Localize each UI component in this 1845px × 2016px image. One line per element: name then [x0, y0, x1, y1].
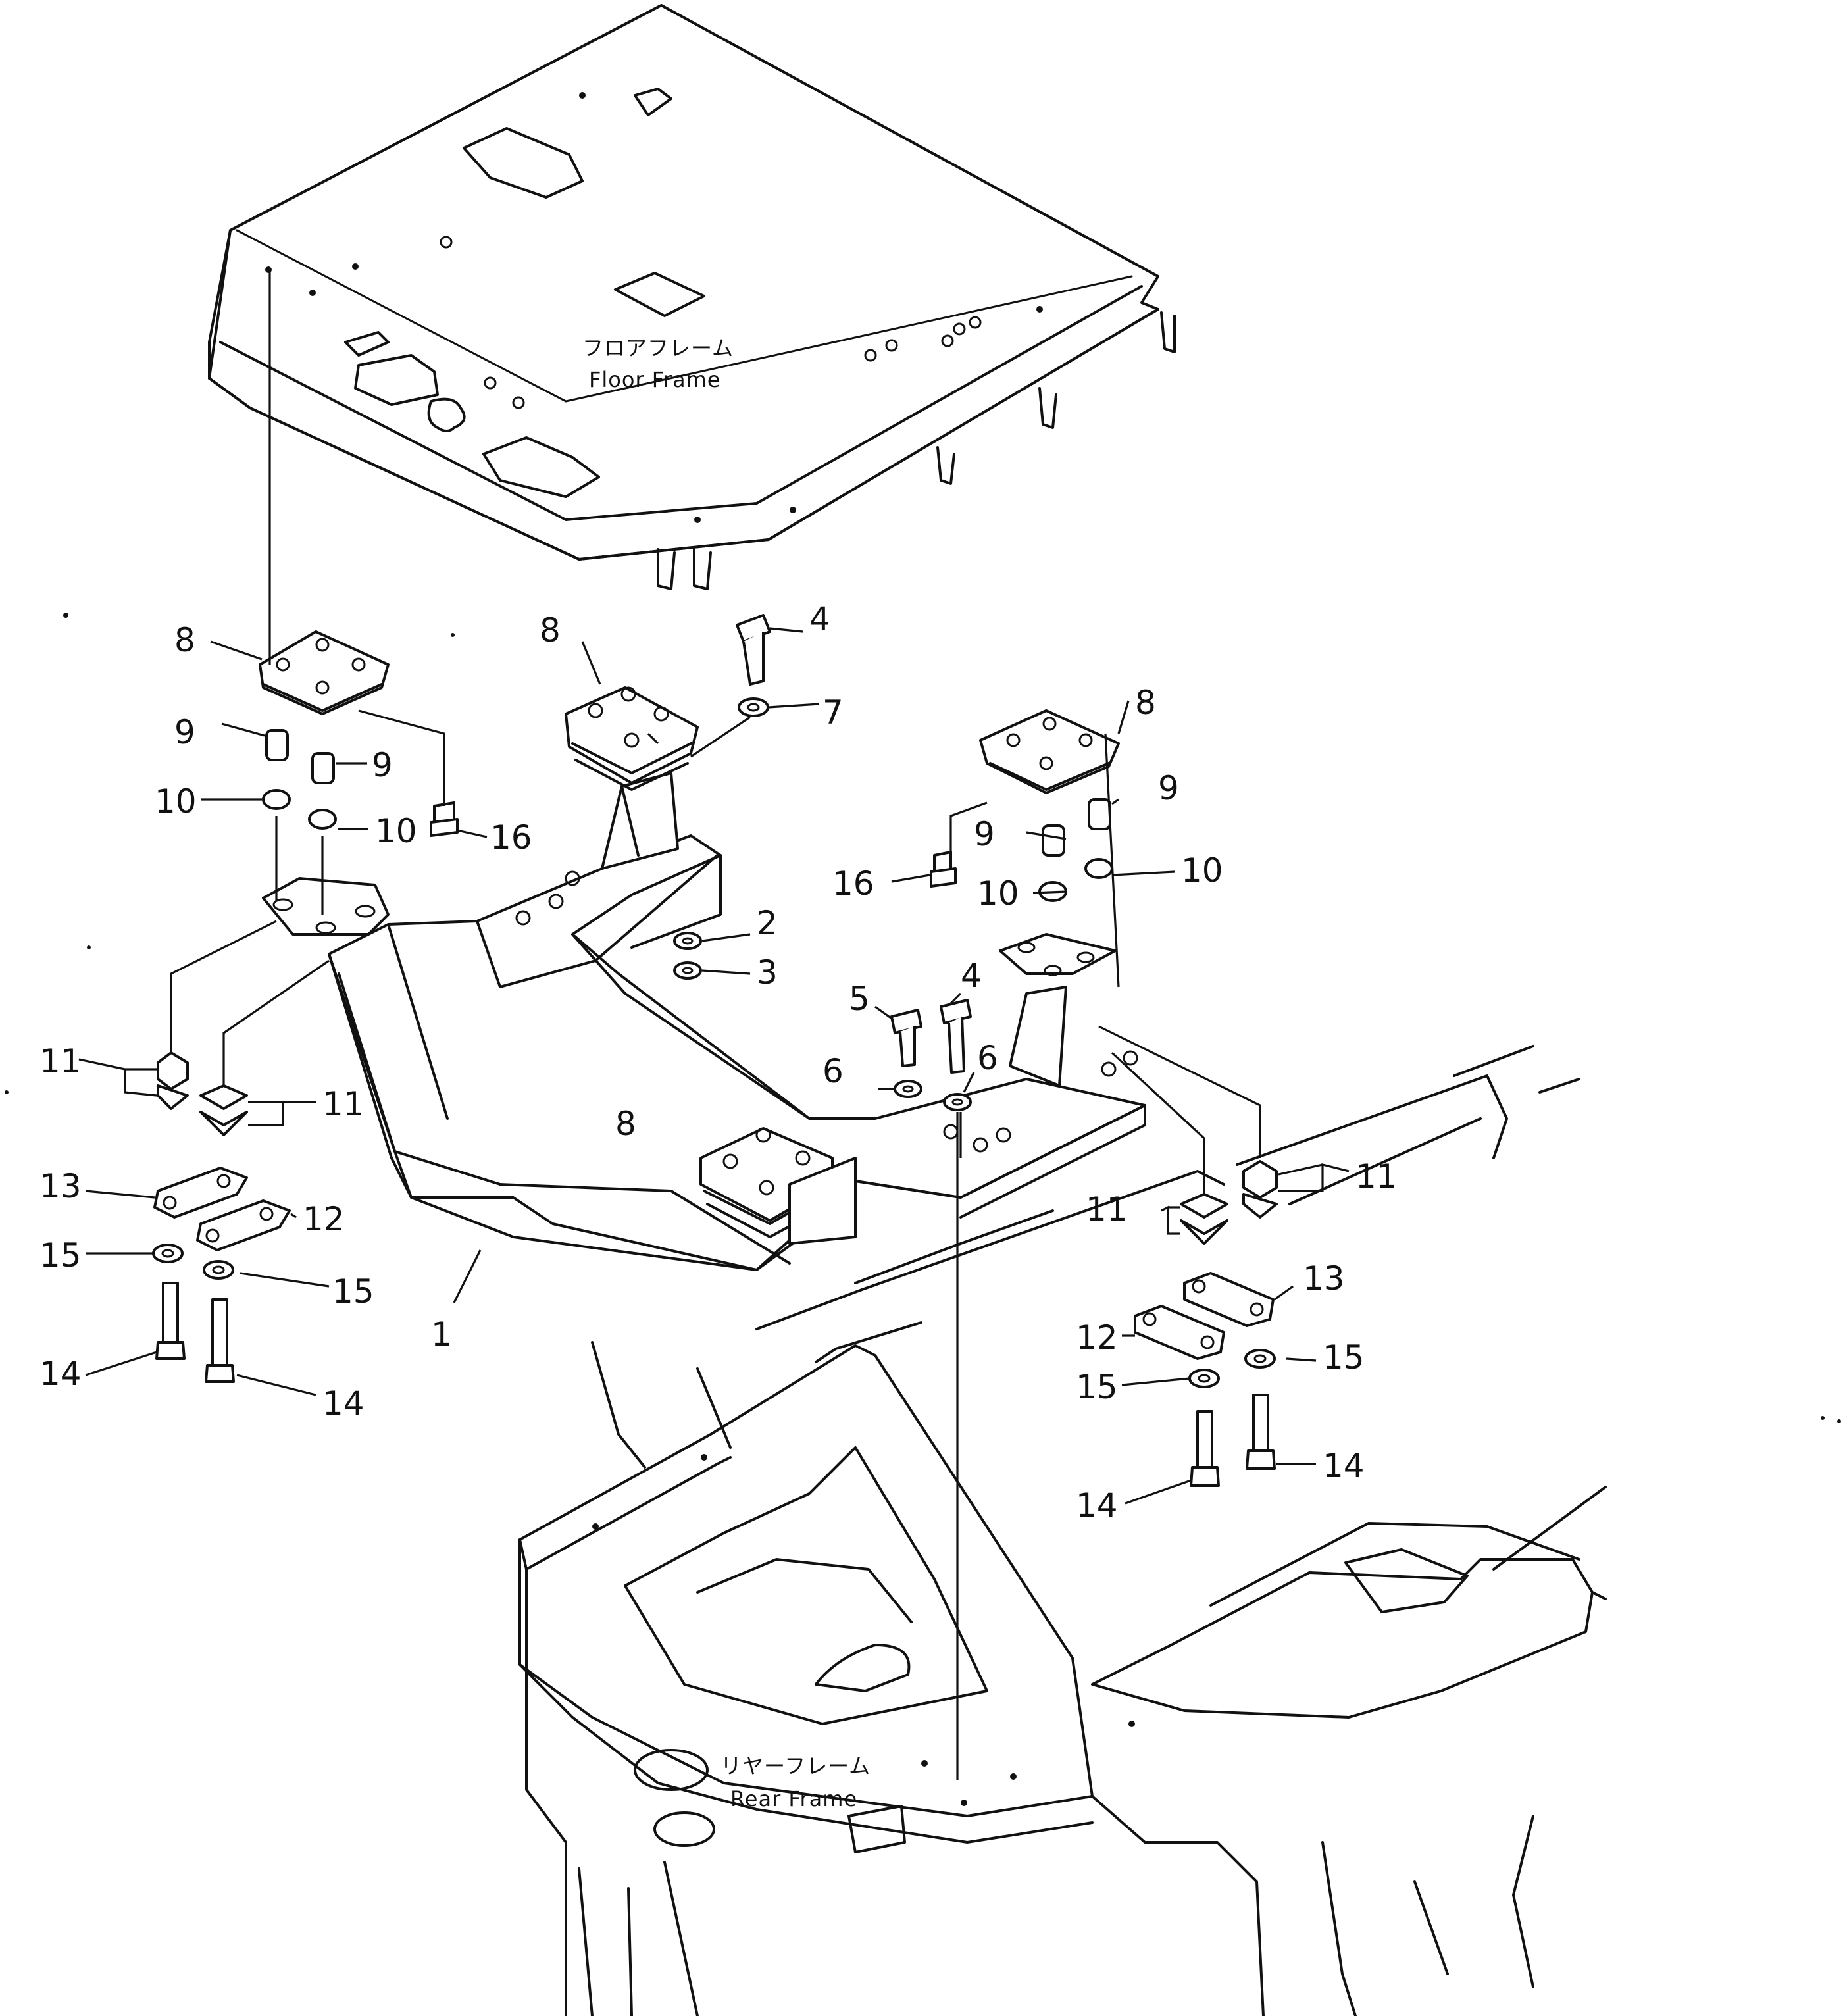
- washer-2: [673, 932, 702, 950]
- callout-9-left-b: 9: [372, 746, 393, 784]
- mount-pad-8-front: [699, 1127, 857, 1245]
- mount-pad-8-center: [565, 686, 699, 791]
- cushion-10-left-a: [262, 789, 291, 810]
- washer-15-right-b: [1188, 1369, 1220, 1388]
- rear-frame-label-en: Rear Frame: [730, 1786, 857, 1811]
- spacer-9-right-a: [1088, 798, 1111, 830]
- callout-11-left-b: 11: [322, 1085, 365, 1123]
- callout-15-left-b: 15: [332, 1273, 374, 1311]
- callout-16-left: 16: [490, 819, 532, 857]
- bolt-16-right: [930, 851, 957, 888]
- cushion-stack-11-right-a: [1242, 1160, 1278, 1219]
- spacer-9-left-b: [311, 752, 335, 784]
- alignment-lines: [170, 270, 1261, 1780]
- callout-11-left-a: 11: [39, 1042, 82, 1080]
- callout-3: 3: [757, 953, 778, 992]
- callout-10-left-b: 10: [375, 812, 417, 850]
- spacer-9-right-b: [1042, 824, 1065, 857]
- cushion-stack-11-right-b: [1180, 1193, 1228, 1245]
- floor-frame-label-jp: フロアフレーム: [582, 336, 734, 361]
- callout-10-right-b: 10: [977, 874, 1019, 913]
- floor-frame-label-en: Floor Frame: [589, 367, 720, 392]
- bolt-5: [890, 1009, 922, 1067]
- washer-6-a: [894, 1080, 922, 1098]
- callout-16-right: 16: [832, 865, 874, 903]
- cushion-10-right-a: [1084, 858, 1113, 879]
- callout-8-front: 8: [615, 1105, 636, 1143]
- bolt-14-left-b: [205, 1298, 235, 1383]
- cushion-10-left-b: [308, 809, 337, 830]
- washer-7: [738, 697, 769, 717]
- floor-frame: [208, 4, 1176, 590]
- callout-14-right-a: 14: [1323, 1447, 1365, 1485]
- callout-9-left-a: 9: [174, 713, 195, 751]
- callout-8-left: 8: [174, 621, 195, 659]
- bolt-4-lower: [940, 999, 972, 1074]
- callout-9-right-b: 9: [974, 815, 995, 853]
- mount-pad-8-right: [979, 709, 1120, 794]
- bolt-16-left: [430, 801, 459, 837]
- rear-frame-label-jp: リヤーフレーム: [720, 1753, 871, 1778]
- washer-15-left-b: [203, 1260, 234, 1280]
- washer-15-left-a: [152, 1244, 184, 1263]
- callout-numbers: 8 8 8 8 4 4 7 9 9 9 9 10 10 10 10 16 16 …: [39, 600, 1398, 1525]
- callout-15-right-a: 15: [1323, 1338, 1365, 1376]
- cushion-stack-11-left-a: [157, 1051, 189, 1110]
- bolt-14-right-b: [1190, 1410, 1220, 1487]
- callout-8-right: 8: [1135, 684, 1156, 722]
- stopper-12-left: [196, 1199, 291, 1251]
- callout-2: 2: [757, 904, 778, 942]
- mount-bracket-assembly: [262, 772, 1146, 1271]
- stopper-13-left: [153, 1167, 248, 1219]
- cushion-stack-11-left-b: [199, 1084, 248, 1136]
- leader-lines: [78, 627, 1350, 1505]
- callout-11-right-a: 11: [1355, 1157, 1398, 1196]
- washer-3: [673, 961, 702, 980]
- callout-15-right-b: 15: [1076, 1368, 1118, 1406]
- callout-14-right-b: 14: [1076, 1486, 1118, 1525]
- callout-12-right: 12: [1076, 1319, 1118, 1357]
- callout-11-right-b: 11: [1086, 1190, 1128, 1228]
- callout-13-right: 13: [1303, 1259, 1345, 1298]
- callout-6-b: 6: [977, 1039, 998, 1077]
- callout-8-center: 8: [540, 611, 561, 649]
- spacer-9-left-a: [265, 729, 289, 761]
- callout-7: 7: [822, 693, 844, 732]
- callout-12-left: 12: [303, 1200, 345, 1238]
- washer-15-right-a: [1244, 1349, 1276, 1369]
- callout-1: 1: [431, 1315, 452, 1353]
- washer-6-b: [943, 1093, 972, 1111]
- callout-9-right-a: 9: [1158, 769, 1179, 807]
- callout-14-left-b: 14: [322, 1384, 365, 1423]
- callout-4-top: 4: [809, 600, 830, 638]
- callout-5: 5: [849, 980, 870, 1018]
- bolt-14-left-a: [155, 1282, 186, 1360]
- callout-15-left-a: 15: [39, 1236, 82, 1274]
- callout-6-a: 6: [822, 1052, 844, 1090]
- rear-frame: [518, 1045, 1607, 2016]
- callout-4-lower: 4: [961, 957, 982, 995]
- bolt-14-right-a: [1246, 1394, 1276, 1470]
- bolt-4-top: [736, 614, 771, 686]
- callout-10-right-a: 10: [1181, 851, 1223, 890]
- callout-13-left: 13: [39, 1167, 82, 1205]
- mount-pad-8-left: [259, 630, 390, 715]
- callout-14-left-a: 14: [39, 1355, 82, 1393]
- callout-10-left-a: 10: [155, 782, 197, 820]
